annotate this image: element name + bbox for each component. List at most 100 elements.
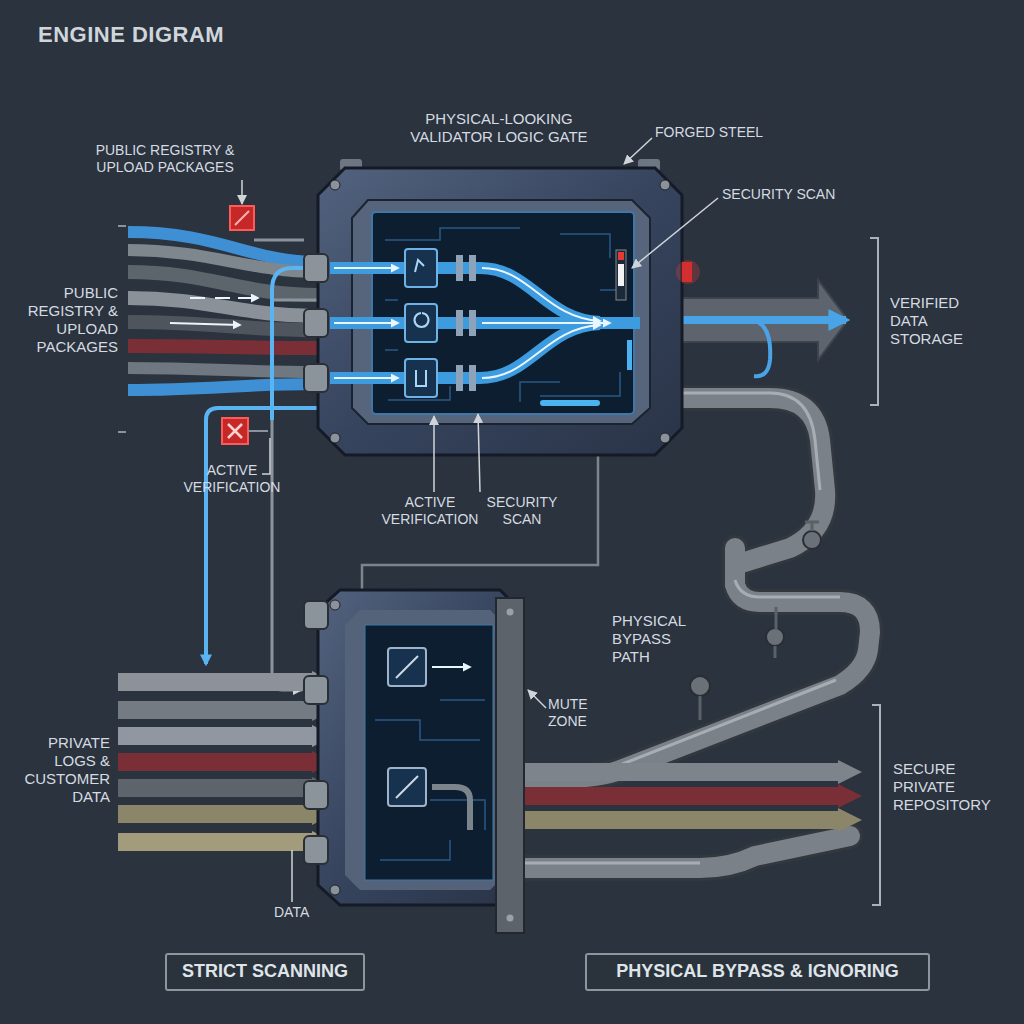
scan-flow — [330, 268, 600, 322]
module-icon — [396, 656, 418, 798]
leader-line — [528, 690, 546, 708]
input-port — [304, 836, 328, 864]
status-bar — [627, 340, 632, 370]
diagram-title: ENGINE DIGRAM — [38, 22, 224, 48]
callout-label: FORGED STEEL — [655, 124, 795, 141]
input-port — [304, 781, 328, 809]
flow-arrow — [238, 297, 258, 299]
stream-label: PUBLIC REGISTRY & UPLOAD PACKAGES — [14, 284, 118, 356]
callout-label: PUBLIC REGISTRY & UPLOAD PACKAGES — [80, 142, 250, 176]
callout-label: DATA — [274, 904, 334, 921]
scan-led — [618, 252, 624, 260]
verifier-module — [405, 359, 437, 397]
scan-bar — [456, 365, 463, 391]
scan-display — [616, 250, 626, 300]
leader-line — [433, 416, 435, 492]
valve-stem — [774, 646, 777, 658]
private-stream — [524, 808, 862, 832]
flow-arrow — [482, 322, 610, 324]
private-stream — [118, 751, 334, 773]
verifier-module — [405, 249, 437, 287]
internal-pipe — [432, 787, 470, 830]
data-stream — [128, 322, 318, 330]
leader-line — [478, 414, 480, 492]
valve-stem — [775, 607, 778, 630]
red-light — [682, 262, 692, 282]
steel-frame — [318, 590, 520, 905]
flow-arrow — [334, 322, 398, 324]
inner-frame — [345, 610, 505, 890]
callout-label: ACTIVE VERIFICATION — [368, 494, 492, 528]
flow-dash — [190, 297, 230, 299]
node-text: PHYSICAL BYPASS & IGNORING — [616, 961, 898, 983]
screw — [330, 433, 340, 443]
storage-label: VERIFIED DATA STORAGE — [890, 294, 990, 348]
scan-bar — [456, 310, 463, 336]
path-label: PHYSICAL BYPASS PATH — [612, 612, 708, 666]
callout-label: MUTE ZONE — [548, 696, 614, 730]
indicator-wire — [254, 239, 304, 242]
flow-arrow — [334, 377, 398, 379]
signal-wire — [206, 408, 318, 664]
private-stream — [118, 803, 334, 825]
scan-flow — [330, 324, 600, 378]
light-glow — [676, 260, 700, 284]
leader-line — [624, 138, 652, 164]
storage-label: SECURE PRIVATE REPOSITORY — [893, 760, 1013, 814]
indicator-wire — [248, 430, 268, 432]
validator-gate-body — [304, 159, 700, 455]
alarm-indicator — [222, 418, 248, 444]
verified-flow — [754, 322, 770, 376]
leader-line — [291, 850, 293, 902]
private-stream — [118, 831, 334, 853]
signal-wire — [272, 300, 318, 690]
signal-wire — [272, 268, 318, 420]
valve-wheel — [803, 531, 821, 549]
bracket — [872, 705, 880, 905]
valve-wheel — [766, 628, 784, 646]
flow-arrow — [432, 666, 470, 668]
verifier-module — [405, 304, 437, 342]
stream-label: PRIVATE LOGS & CUSTOMER DATA — [6, 734, 110, 806]
status-bar — [540, 400, 600, 406]
flow-arrow — [334, 267, 398, 269]
callout-label: SECURITY SCAN — [722, 186, 862, 203]
leader-line — [262, 438, 270, 474]
range-tick — [118, 226, 126, 432]
section-tag: STRICT SCANNING — [165, 953, 365, 991]
leader-line — [632, 198, 718, 268]
screw — [330, 885, 340, 895]
screw — [330, 180, 340, 190]
mute-gate-body — [304, 590, 524, 933]
circuit-panel — [365, 625, 493, 880]
gate-heading: PHYSICAL-LOOKING VALIDATOR LOGIC GATE — [389, 110, 609, 146]
circuit-trace — [375, 700, 485, 860]
pipe-body — [676, 398, 825, 565]
pipe-outline — [676, 398, 825, 565]
flow-arrow — [482, 325, 600, 378]
valve-stem — [699, 696, 702, 720]
flow-arrow — [170, 323, 240, 325]
inner-frame — [352, 200, 650, 424]
scan-bar — [456, 255, 463, 281]
section-tag: PHYSICAL BYPASS & IGNORING — [585, 953, 930, 991]
validator-gate: PHYSICAL-LOOKING VALIDATOR LOGIC GATE — [318, 168, 680, 455]
private-stream — [118, 699, 334, 721]
input-port — [304, 676, 328, 704]
private-stream — [524, 760, 862, 784]
mute-plate — [496, 598, 524, 933]
scan-bar — [469, 365, 476, 391]
private-stream — [118, 671, 334, 693]
screw — [660, 180, 670, 190]
callout-label: ACTIVE VERIFICATION — [170, 462, 294, 496]
flow-arrow — [482, 268, 600, 321]
callout-label: SECURITY SCAN — [480, 494, 564, 528]
pipe-body — [524, 548, 870, 778]
bracket — [870, 238, 878, 405]
screw — [507, 609, 514, 616]
circuit-panel — [372, 212, 634, 414]
data-stream — [128, 384, 318, 390]
module-icon — [414, 260, 428, 386]
alarm-mark — [235, 211, 249, 225]
input-port — [304, 254, 328, 282]
